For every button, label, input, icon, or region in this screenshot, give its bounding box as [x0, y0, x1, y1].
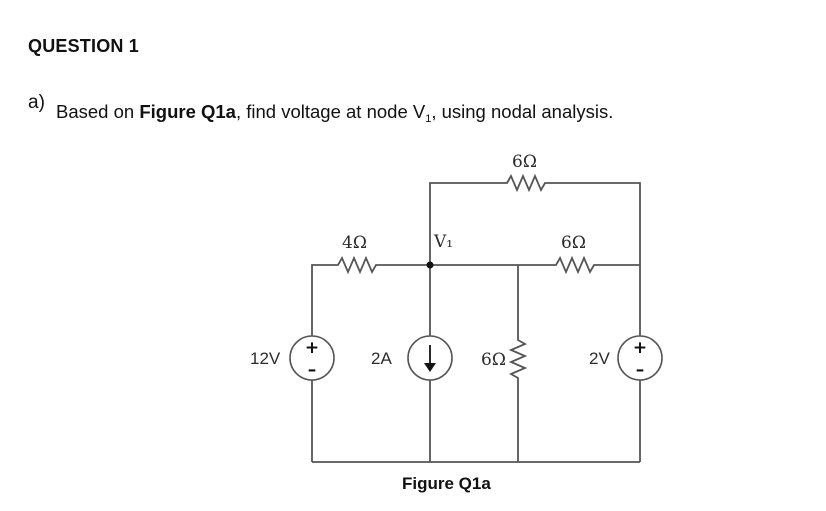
question-part-label: a) [28, 92, 45, 113]
wire-node-right-6ohm [430, 255, 640, 275]
plus-sign-icon: + [633, 338, 647, 358]
resistor-top-label: 6Ω [512, 152, 537, 172]
resistor-vertical-label: 6Ω [481, 350, 506, 370]
node-v1-dot [426, 261, 434, 269]
figure-reference: Figure Q1a [139, 101, 236, 122]
minus-sign-icon: – [308, 360, 317, 380]
figure-caption: Figure Q1a [402, 474, 491, 493]
voltage-source-12v: + – [289, 335, 335, 381]
question-title: QUESTION 1 [28, 36, 140, 56]
question-text-middle: , find voltage at node V [235, 101, 426, 122]
current-source-2a [407, 335, 453, 381]
question-text-after: , using nodal analysis. [431, 101, 614, 122]
plus-sign-icon: + [305, 338, 319, 358]
question-text: Based on Figure Q1a, find voltage at nod… [56, 101, 613, 125]
node-subscript: 1 [425, 113, 432, 125]
wire-left-4ohm [311, 255, 430, 337]
wire-vertical-6ohm [508, 265, 528, 462]
question-text-before: Based on [56, 101, 140, 122]
resistor-right-label: 6Ω [561, 233, 586, 253]
source-left-label: 12V [250, 349, 281, 368]
wire-top [429, 173, 641, 337]
current-source-label: 2A [371, 349, 392, 368]
voltage-source-2v: + – [617, 335, 663, 381]
minus-sign-icon: – [636, 360, 645, 380]
source-right-label: 2V [589, 349, 610, 368]
node-v1-label: V₁ [433, 232, 453, 252]
arrow-down-icon [424, 345, 436, 372]
resistor-left-label: 4Ω [342, 233, 367, 253]
